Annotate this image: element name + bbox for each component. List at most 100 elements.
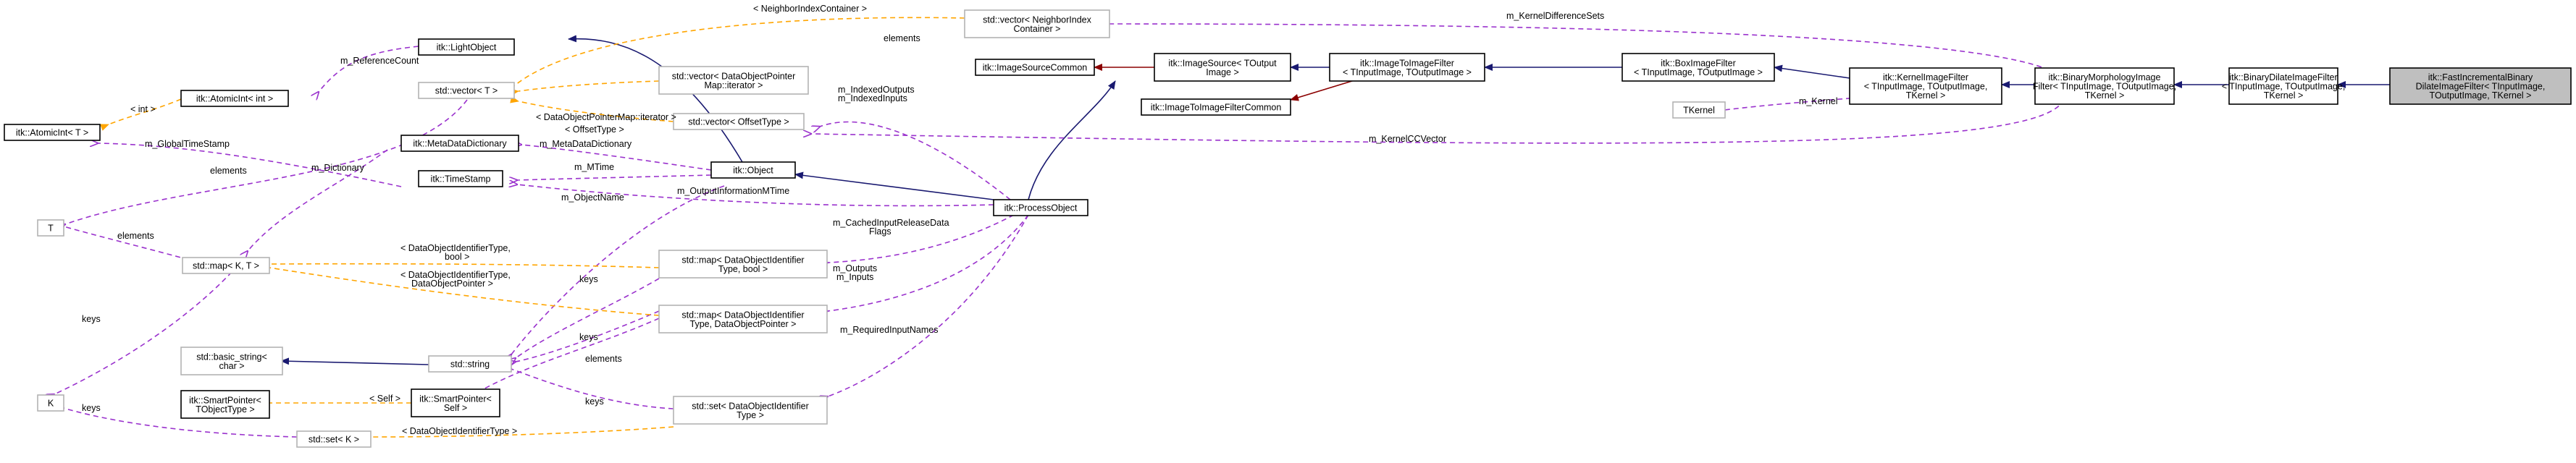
class-node-bindilate[interactable]: itk::BinaryDilateImageFilter< TInputImag… — [2222, 67, 2346, 105]
edge-label-doitb2: bool > — [445, 252, 469, 262]
edge-label-neighcont: < NeighborIndexContainer > — [753, 4, 867, 14]
class-node-kernelimg[interactable]: itk::KernelImageFilter< TInputImage, TOu… — [1849, 67, 2002, 105]
node-label: std::map< DataObjectIdentifier — [681, 310, 804, 320]
node-box — [658, 66, 809, 95]
class-node-K[interactable]: K — [37, 394, 64, 412]
node-label: < TInputImage, TOutputImage, — [2222, 82, 2346, 92]
node-label: Type, DataObjectPointer > — [690, 319, 797, 329]
node-box — [428, 355, 512, 373]
edge-label-int: < int > — [130, 104, 156, 114]
edge-label-objname: m_ObjectName — [561, 192, 624, 203]
node-label: std::vector< OffsetType > — [688, 117, 789, 127]
edge-label-elements_t: elements — [117, 231, 154, 241]
edge-inherit-procobj-imgsource — [1028, 80, 1116, 200]
node-label: std::set< DataObjectIdentifier — [692, 401, 809, 411]
node-box — [1849, 67, 2002, 105]
node-box — [673, 396, 828, 425]
edge-labels: < NeighborIndexContainer >m_KernelDiffer… — [82, 4, 1838, 436]
edge-use-keys-mapbool — [516, 278, 660, 358]
node-label: TKernel > — [2264, 90, 2304, 101]
node-label: itk::SmartPointer< — [189, 395, 261, 405]
class-node-tkernel[interactable]: TKernel — [1672, 101, 1726, 119]
class-node-basicstring[interactable]: std::basic_string<char > — [180, 347, 283, 375]
node-label: TKernel > — [2085, 90, 2125, 101]
node-box — [1141, 98, 1291, 116]
node-label: Filter< TInputImage, TOutputImage, — [2033, 82, 2176, 92]
edge-label-mdd: m_MetaDataDictionary — [540, 139, 632, 149]
class-node-vecoff[interactable]: std::vector< OffsetType > — [673, 113, 805, 130]
edge-use-elements-sp — [471, 318, 660, 396]
class-node-vect[interactable]: std::vector< T > — [418, 82, 515, 99]
edge-label-idxout: m_IndexedOutputs — [838, 85, 915, 95]
class-node-vecneigh[interactable]: std::vector< NeighborIndexContainer > — [964, 9, 1110, 38]
node-box — [658, 250, 828, 279]
edge-label-keys_set: keys — [585, 396, 604, 407]
node-box — [1154, 53, 1291, 82]
node-box — [418, 170, 503, 187]
node-label: T — [48, 224, 54, 234]
edge-label-refcount: m_ReferenceCount — [340, 56, 419, 66]
edge-use-elements-left — [65, 99, 468, 224]
node-box — [400, 135, 519, 152]
edge-label-keys_left: keys — [82, 314, 101, 324]
class-node-T[interactable]: T — [37, 219, 64, 237]
edge-use-keys-bottom — [48, 403, 298, 438]
edge-label-elements_top: elements — [884, 33, 920, 43]
class-node-vecdop[interactable]: std::vector< DataObjectPointerMap::itera… — [658, 66, 809, 95]
edge-use-mtime — [517, 174, 712, 180]
class-node-metadict[interactable]: itk::MetaDataDictionary — [400, 135, 519, 152]
edge-tmpl-setdoi — [362, 426, 674, 441]
node-label: std::vector< NeighborIndex — [983, 14, 1091, 25]
class-node-mapdop[interactable]: std::map< DataObjectIdentifierType, Data… — [658, 305, 828, 334]
edge-label-dopmap1: < DataObjectPointerMap::iterator > — [536, 112, 676, 122]
node-label: char > — [219, 361, 244, 371]
node-label: std::set< K > — [309, 435, 359, 445]
node-label: itk::AtomicInt< int > — [196, 94, 273, 104]
class-node-mapbool[interactable]: std::map< DataObjectIdentifierType, bool… — [658, 250, 828, 279]
class-node-boximg[interactable]: itk::BoxImageFilter< TInputImage, TOutpu… — [1621, 53, 1775, 82]
node-label: std::vector< T > — [435, 86, 498, 96]
edge-use-kccv — [811, 98, 2065, 144]
class-node-imgtoimgcommon[interactable]: itk::ImageToImageFilterCommon — [1141, 98, 1291, 116]
node-label: itk::FastIncrementalBinary — [2428, 72, 2533, 82]
edge-label-offtype: < OffsetType > — [565, 124, 624, 135]
node-box — [180, 390, 270, 419]
edge-inherit-stdstring-basicstring — [280, 357, 429, 365]
node-box — [1672, 101, 1726, 119]
class-node-smartptrself[interactable]: itk::SmartPointer<Self > — [411, 388, 500, 417]
class-node-fastinc[interactable]: itk::FastIncrementalBinaryDilateImageFil… — [2389, 67, 2572, 105]
node-box — [964, 9, 1110, 38]
edge-label-elements_left: elements — [210, 166, 247, 176]
class-node-timestamp[interactable]: itk::TimeStamp — [418, 170, 503, 187]
edge-inherit-imgtoimg-imgtoimgcommon — [1290, 77, 1362, 101]
node-label: Container > — [1014, 24, 1061, 34]
edge-tmpl-vecdop — [510, 80, 660, 96]
node-box — [1329, 53, 1485, 82]
node-label: K — [48, 399, 54, 409]
class-node-setdoi[interactable]: std::set< DataObjectIdentifierType > — [673, 396, 828, 425]
class-node-procobj[interactable]: itk::ProcessObject — [993, 199, 1088, 216]
class-node-imgtoimg[interactable]: itk::ImageToImageFilter< TInputImage, TO… — [1329, 53, 1485, 82]
node-label: < TInputImage, TOutputImage, — [1864, 82, 1988, 92]
class-node-object[interactable]: itk::Object — [710, 161, 796, 179]
edge-label-keys_mid: keys — [579, 332, 598, 342]
edge-label-idxin: m_IndexedInputs — [838, 93, 907, 103]
class-node-atomicint[interactable]: itk::AtomicInt< int > — [180, 90, 289, 107]
class-node-imgsourcecommon[interactable]: itk::ImageSourceCommon — [975, 59, 1095, 76]
edge-use-kernel — [1724, 96, 1869, 110]
node-box — [2034, 67, 2175, 105]
node-box — [296, 430, 372, 448]
node-box — [37, 394, 64, 412]
class-node-mapkt[interactable]: std::map< K, T > — [182, 257, 270, 274]
edge-tmpl-vecoff — [510, 95, 674, 122]
node-label: TKernel > — [1906, 90, 1946, 101]
class-node-lightobj[interactable]: itk::LightObject — [418, 38, 515, 56]
class-node-setk[interactable]: std::set< K > — [296, 430, 372, 448]
class-node-stdstring[interactable]: std::string — [428, 355, 512, 373]
class-node-imgsource[interactable]: itk::ImageSource< TOutputImage > — [1154, 53, 1291, 82]
class-node-smartptrobj[interactable]: itk::SmartPointer<TObjectType > — [180, 390, 270, 419]
node-box — [182, 257, 270, 274]
node-label: TOutputImage, TKernel > — [2430, 90, 2532, 101]
class-node-atomict[interactable]: itk::AtomicInt< T > — [4, 124, 101, 141]
